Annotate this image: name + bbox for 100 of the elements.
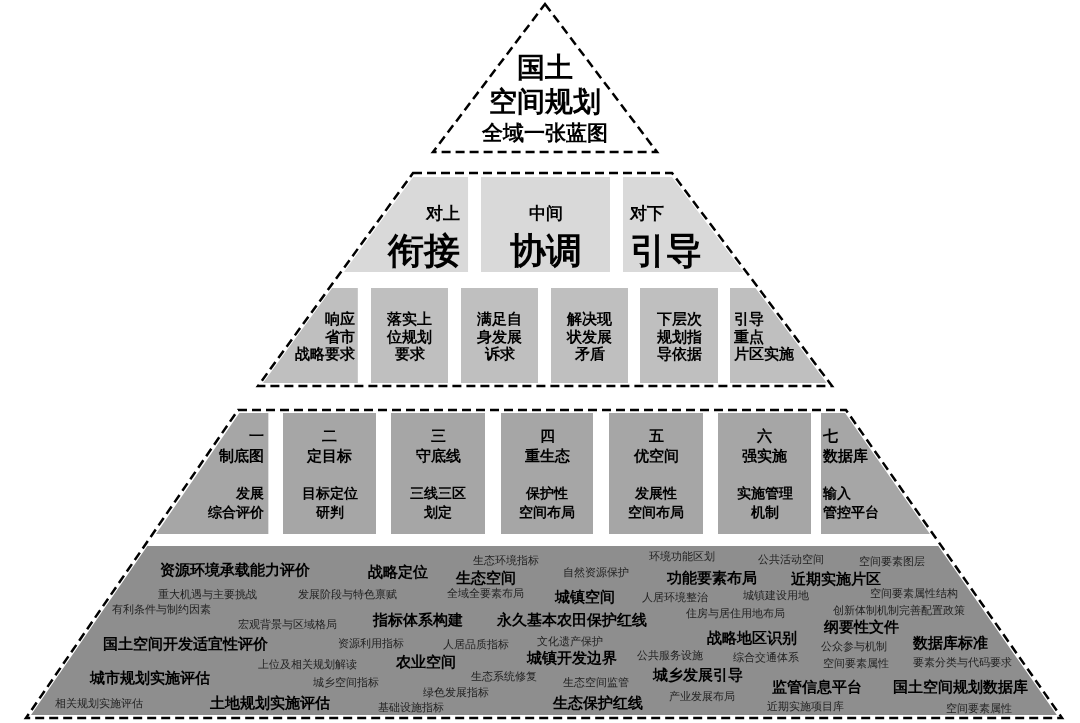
term-label: 空间要素属性: [823, 658, 889, 670]
principle-panel: [481, 177, 610, 272]
keyword-label: 资源环境承载能力评价: [160, 562, 310, 578]
term-label: 综合交通体系: [733, 652, 799, 664]
term-label: 城乡空间指标: [313, 677, 379, 689]
term-label: 有利条件与制约因素: [112, 604, 211, 616]
panel-caption: 对上: [426, 203, 460, 223]
pyramid-subtitle: 全域一张蓝图: [482, 120, 608, 146]
keyword-label: 近期实施片区: [791, 571, 881, 587]
keyword-label: 功能要素布局: [667, 570, 757, 586]
keyword-label: 永久基本农田保护红线: [497, 612, 647, 628]
panel-text: 引导重点片区实施: [734, 311, 794, 364]
step-number: 七: [823, 427, 838, 447]
keyword-label: 监管信息平台: [772, 679, 862, 695]
step-title: 定目标: [307, 446, 352, 466]
panel-heading: 协调: [509, 231, 582, 271]
step-description: 三线三区划定: [410, 484, 466, 521]
panel-text: 满足自身发展诉求: [477, 311, 522, 364]
panel-heading: 衔接: [388, 231, 460, 271]
term-label: 空间要素属性: [946, 703, 1012, 715]
term-label: 要素分类与代码要求: [913, 657, 1012, 669]
step-number: 五: [648, 427, 664, 447]
term-label: 全域全要素布局: [447, 588, 524, 600]
step-number: 三: [430, 427, 446, 447]
term-label: 产业发展布局: [669, 691, 735, 703]
requirement-panel: [551, 288, 628, 383]
keyword-label: 生态保护红线: [553, 695, 643, 711]
keyword-label: 城镇空间: [555, 589, 615, 605]
step-description: 保护性空间布局: [519, 484, 575, 521]
keyword-label: 生态空间: [456, 570, 516, 586]
keyword-label: 数据库标准: [913, 635, 988, 651]
keyword-label: 土地规划实施评估: [210, 695, 330, 711]
requirement-panel: [263, 288, 358, 383]
term-label: 资源利用指标: [338, 638, 404, 650]
step-number: 六: [757, 427, 772, 447]
term-label: 环境功能区划: [649, 551, 715, 563]
requirement-panel: [640, 288, 718, 383]
step-number: 四: [539, 427, 555, 447]
panel-text: 解决现状发展矛盾: [567, 311, 612, 364]
step-description: 发展性空间布局: [628, 484, 684, 521]
panel-text: 下层次规划指导依据: [656, 311, 702, 364]
term-label: 发展阶段与特色禀赋: [298, 589, 397, 601]
step-title: 强实施: [742, 446, 787, 466]
base-band: [31, 546, 1057, 715]
term-label: 住房与居住用地布局: [686, 608, 785, 620]
term-label: 生态系统修复: [471, 671, 537, 683]
step-number: 一: [249, 427, 264, 447]
principle-panel: [623, 177, 744, 272]
pyramid-title: 国土空间规划: [489, 51, 601, 119]
term-label: 文化遗产保护: [537, 636, 603, 648]
keyword-label: 战略地区识别: [707, 630, 797, 646]
step-title: 守底线: [415, 446, 461, 466]
step-panel: [391, 413, 485, 534]
panel-caption: 中间: [528, 203, 563, 223]
step-description: 目标定位研判: [301, 484, 358, 521]
term-label: 近期实施项目库: [767, 701, 844, 713]
step-description: 发展综合评价: [208, 484, 264, 521]
step-description: 输入管控平台: [823, 484, 879, 521]
step-number: 二: [322, 427, 337, 447]
principle-panel: [343, 177, 468, 272]
step-title: 制底图: [219, 446, 264, 466]
requirement-panel: [371, 288, 448, 383]
panel-caption: 对下: [630, 203, 664, 223]
keyword-label: 国土空间开发适宜性评价: [103, 636, 268, 652]
pyramid-tier-outline: [256, 171, 834, 388]
step-panel: [155, 413, 268, 534]
term-label: 生态环境指标: [473, 555, 539, 567]
term-label: 公共服务设施: [637, 650, 703, 662]
term-label: 空间要素图层: [859, 556, 925, 568]
keyword-label: 农业空间: [396, 654, 456, 670]
step-description: 实施管理机制: [736, 484, 793, 521]
term-label: 创新体制机制完善配置政策: [833, 605, 965, 617]
step-title: 重生态: [524, 446, 570, 466]
step-panel: [283, 413, 376, 534]
term-label: 人居品质指标: [443, 639, 509, 651]
pyramid-apex-section: [431, 2, 659, 154]
term-label: 生态空间监管: [563, 677, 629, 689]
panel-text: 响应省市战略要求: [295, 311, 355, 364]
term-label: 基础设施指标: [378, 702, 444, 714]
requirement-panel: [730, 288, 827, 383]
keyword-label: 城乡发展引导: [653, 667, 743, 683]
keyword-label: 城镇开发边界: [527, 650, 617, 666]
term-label: 城镇建设用地: [743, 590, 809, 602]
step-panel: [501, 413, 593, 534]
step-panel: [609, 413, 703, 534]
keyword-label: 指标体系构建: [373, 612, 463, 628]
keyword-label: 城市规划实施评估: [90, 670, 210, 686]
term-label: 自然资源保护: [563, 567, 629, 579]
pyramid-tier-outline: [24, 408, 1064, 720]
term-label: 空间要素属性结构: [870, 588, 958, 600]
term-label: 公共活动空间: [758, 554, 824, 566]
panel-text: 落实上位规划要求: [387, 311, 432, 364]
term-label: 人居环境整治: [642, 592, 708, 604]
term-label: 公众参与机制: [821, 641, 887, 653]
keyword-label: 战略定位: [368, 564, 428, 580]
term-label: 重大机遇与主要挑战: [158, 589, 257, 601]
step-panel: [718, 413, 811, 534]
term-label: 绿色发展指标: [423, 687, 489, 699]
panel-heading: 引导: [630, 231, 702, 271]
step-title: 优空间: [633, 446, 679, 466]
